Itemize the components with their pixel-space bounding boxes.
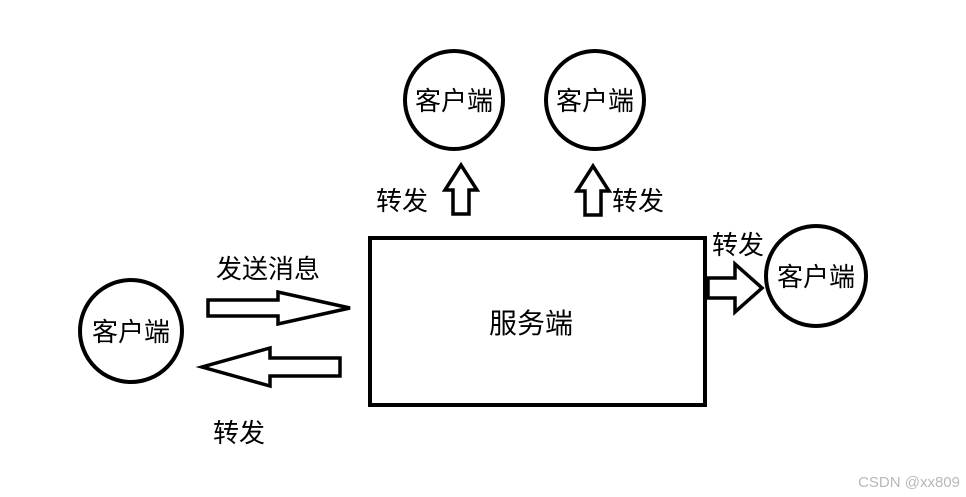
- client-label-top-right: 客户端: [556, 87, 634, 117]
- forward-label-left: 转发: [213, 419, 265, 449]
- send-arrow: [206, 289, 351, 327]
- client-label-right: 客户端: [777, 263, 855, 293]
- server-box: [368, 236, 707, 407]
- server-label: 服务端: [489, 307, 573, 340]
- forward-arrow-left: [195, 345, 342, 389]
- forward-arrow-up-left: [441, 161, 481, 216]
- forward-label-right: 转发: [712, 231, 764, 261]
- client-circle-right: [764, 224, 868, 328]
- forward-label-up-left: 转发: [376, 187, 428, 217]
- forward-label-up-right: 转发: [612, 187, 664, 217]
- client-label-top-left: 客户端: [415, 87, 493, 117]
- forward-arrow-right: [706, 260, 765, 316]
- forward-arrow-up-right: [573, 162, 613, 217]
- client-node-left: 客户端: [78, 278, 184, 384]
- watermark: CSDN @xx809: [858, 474, 960, 491]
- client-node-top-left: 客户端: [403, 49, 505, 151]
- send-label: 发送消息: [216, 255, 320, 285]
- client-circle-left: [78, 278, 184, 384]
- client-label-left: 客户端: [92, 318, 170, 348]
- client-node-top-right: 客户端: [544, 49, 646, 151]
- client-circle-top-right: [544, 49, 646, 151]
- server-node: 服务端: [368, 236, 707, 407]
- client-node-right: 客户端: [764, 224, 868, 328]
- client-circle-top-left: [403, 49, 505, 151]
